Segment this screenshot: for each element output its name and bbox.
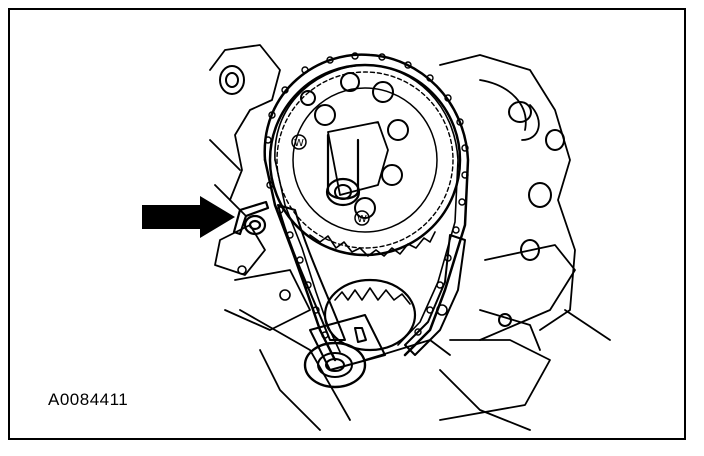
small-bolts [237,265,448,316]
illustration-frame: W W [8,8,686,440]
timing-mark-w-lower: W [357,214,367,225]
timing-chain [263,52,470,362]
block-bolt-holes [219,65,565,327]
pointer-arrow [142,196,235,238]
alignment-pin-tool [232,200,270,236]
engine-block-outline [209,44,611,431]
timing-chain-illustration: W W [142,44,611,431]
crankshaft-sprocket [303,278,417,389]
timing-mark-w-upper: W [294,138,304,149]
figure-id-label: A0084411 [48,390,129,409]
